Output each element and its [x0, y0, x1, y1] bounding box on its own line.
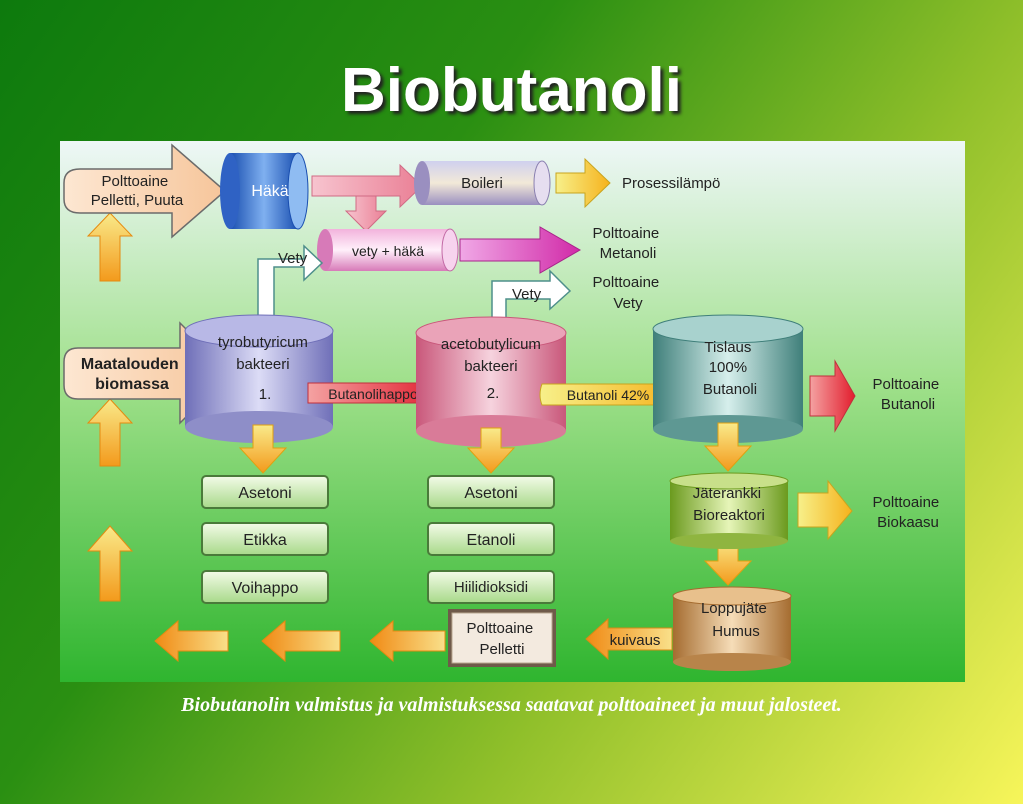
acetobutylicum-cylinder [415, 316, 567, 447]
haka-to-vetyhaka-arrow [344, 195, 388, 232]
to-metanoli-arrow [459, 226, 582, 274]
haka-to-boileri-arrow [311, 163, 423, 209]
product-label: Asetoni [464, 485, 517, 502]
tislaus-label: Tislaus 100% Butanoli [703, 339, 757, 398]
tyrobutyricum-label: tyrobutyricum bakteeri 1. [218, 334, 312, 403]
jaterankki-cylinder [669, 472, 789, 549]
vety-pipe-left [257, 244, 324, 322]
boileri-to-heat-arrow [555, 157, 611, 209]
biomassa-label: Maatalouden biomassa [81, 356, 183, 393]
to-butanoli-arrow [809, 359, 856, 433]
page-title: Biobutanoli [341, 56, 682, 125]
left-arrow [261, 619, 341, 663]
up-arrow [86, 212, 134, 282]
product-label: Hiilidioksidi [454, 579, 528, 596]
boileri-label: Boileri [461, 175, 503, 192]
haka-cylinder [220, 152, 309, 230]
boileri-cylinder [414, 160, 551, 206]
up-arrows-left [86, 212, 134, 602]
product-label: Etanoli [467, 532, 516, 549]
biobutanol-process-diagram: Polttoaine Pelletti, Puuta Häkä Boileri … [60, 141, 965, 682]
product-box [427, 570, 555, 604]
product-label: Asetoni [238, 485, 291, 502]
products-column-1: Asetoni Etikka Voihappo [201, 475, 329, 604]
loppujate-label: Loppujäte Humus [701, 600, 771, 640]
vety-mid-label: Vety [512, 286, 542, 303]
left-arrow [154, 619, 229, 663]
acetobutylicum-label: acetobutylicum bakteeri 2. [441, 336, 545, 402]
to-biokaasu-arrow [797, 479, 853, 541]
kuivaus-arrow [585, 617, 673, 661]
butanolihappo-label: Butanolihappo [328, 386, 418, 402]
vety-haka-label: vety + häkä [352, 243, 424, 259]
jaterankki-label: Jäterankki Bioreaktori [693, 485, 766, 524]
down-arrows [238, 422, 753, 586]
input-fuel-label: Polttoaine Pelletti, Puuta [91, 173, 184, 209]
left-arrows-bottom [154, 619, 446, 663]
haka-label: Häkä [251, 183, 288, 200]
product-label: Voihappo [232, 580, 299, 597]
prosessilampo-label: Prosessilämpö [622, 175, 720, 192]
up-arrow [86, 398, 134, 467]
product-label: Etikka [243, 532, 287, 549]
down-arrow [238, 424, 288, 474]
figure-caption: Biobutanolin valmistus ja valmistuksessa… [181, 694, 842, 716]
product-box [201, 570, 329, 604]
up-arrow [86, 525, 134, 602]
vety-pipe-mid [491, 269, 572, 324]
input-fuel-arrow [63, 143, 227, 239]
down-arrow [703, 422, 753, 472]
polttoaine-butanoli-label: Polttoaine Butanoli [873, 376, 944, 413]
pelletti-output-label: Polttoaine Pelletti [467, 620, 538, 658]
vety-haka-cylinder [317, 228, 459, 272]
product-box [427, 522, 555, 556]
product-box [201, 522, 329, 556]
product-box [427, 475, 555, 509]
metanoli-label: Polttoaine Metanoli [593, 225, 664, 262]
loppujate-cylinder [672, 586, 792, 671]
products-column-2: Asetoni Etanoli Hiilidioksidi [427, 475, 555, 604]
pelletti-output-box [448, 609, 556, 667]
polttoaine-vety-label: Polttoaine Vety [593, 274, 664, 312]
butanoli42-label: Butanoli 42% [567, 387, 650, 403]
biokaasu-label: Polttoaine Biokaasu [873, 494, 944, 531]
product-box [201, 475, 329, 509]
kuivaus-label: kuivaus [610, 632, 661, 649]
left-arrow [369, 619, 446, 663]
down-arrow [466, 427, 516, 474]
vety-left-label: Vety [278, 250, 308, 267]
